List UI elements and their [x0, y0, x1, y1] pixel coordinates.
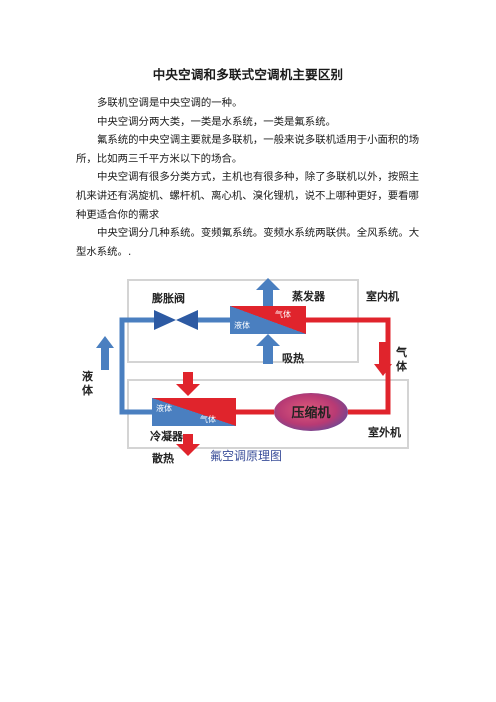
indoor-unit-label: 室内机 — [366, 289, 399, 303]
evaporator-up-arrow-shaft — [263, 290, 273, 306]
compressor-label: 压缩机 — [291, 405, 330, 421]
evaporator-box — [230, 306, 306, 334]
absorb-heat-arrow-shaft — [263, 346, 273, 364]
liquid-up-arrow-shaft — [101, 348, 109, 370]
refrigerant-cycle-diagram: 液体 气体 液体 气体 压缩机 — [70, 276, 422, 472]
condenser-gas-label: 气体 — [200, 414, 216, 424]
condenser-liquid-label: 液体 — [156, 403, 172, 413]
liquid-vertical-label-bottom: 体 — [82, 383, 94, 397]
document-body: 多联机空调是中央空调的一种。 中央空调分两大类，一类是水系统，一类是氟系统。 氟… — [76, 94, 424, 261]
expansion-valve-label: 膨胀阀 — [151, 291, 185, 305]
condenser-down-arrow-icon — [176, 384, 200, 396]
evaporator-gas-label: 气体 — [275, 309, 291, 319]
liquid-up-arrow-icon — [96, 336, 114, 348]
gas-down-arrow-shaft — [379, 342, 387, 364]
gas-down-arrow-icon — [374, 364, 392, 376]
paragraph-3: 氟系统的中央空调主要就是多联机，一般来说多联机适用于小面积的场所，比如两三千平方… — [76, 134, 420, 165]
paragraph-2: 中央空调分两大类，一类是水系统，一类是氟系统。 — [97, 115, 336, 128]
release-heat-down-arrow-icon — [176, 444, 200, 456]
gas-vertical-label-bottom: 体 — [396, 359, 408, 373]
condenser-down-arrow-shaft — [183, 372, 193, 384]
paragraph-1: 多联机空调是中央空调的一种。 — [97, 97, 243, 109]
evaporator-label: 蒸发器 — [292, 289, 326, 303]
liquid-pipe — [119, 317, 154, 415]
page-title: 中央空调和多联式空调机主要区别 — [152, 67, 344, 82]
paragraph-4: 中央空调有很多分类方式，主机也有很多种，除了多联机以外，按照主机来讲还有涡旋机、… — [76, 171, 420, 221]
release-heat-arrow-shaft — [183, 434, 193, 444]
outdoor-unit-label: 室外机 — [368, 425, 401, 439]
absorb-heat-up-arrow-icon — [256, 334, 280, 346]
evaporator-liquid-label: 液体 — [234, 320, 250, 330]
condenser-label: 冷凝器 — [150, 429, 184, 443]
liquid-vertical-label-top: 液 — [82, 369, 94, 383]
evaporator-up-arrow-icon — [256, 278, 280, 290]
diagram-caption: 氟空调原理图 — [210, 449, 282, 463]
absorb-heat-label: 吸热 — [282, 351, 304, 365]
release-heat-label: 散热 — [152, 451, 174, 465]
compressor-ellipse — [274, 393, 348, 431]
gas-vertical-label-top: 气 — [395, 345, 407, 359]
condenser-box — [152, 398, 236, 426]
paragraph-5: 中央空调分几种系统。变频氟系统。变频水系统两联供。全风系统。大型水系统。. — [76, 227, 420, 258]
expansion-valve-icon-right — [176, 310, 198, 330]
expansion-valve-icon — [154, 310, 176, 330]
